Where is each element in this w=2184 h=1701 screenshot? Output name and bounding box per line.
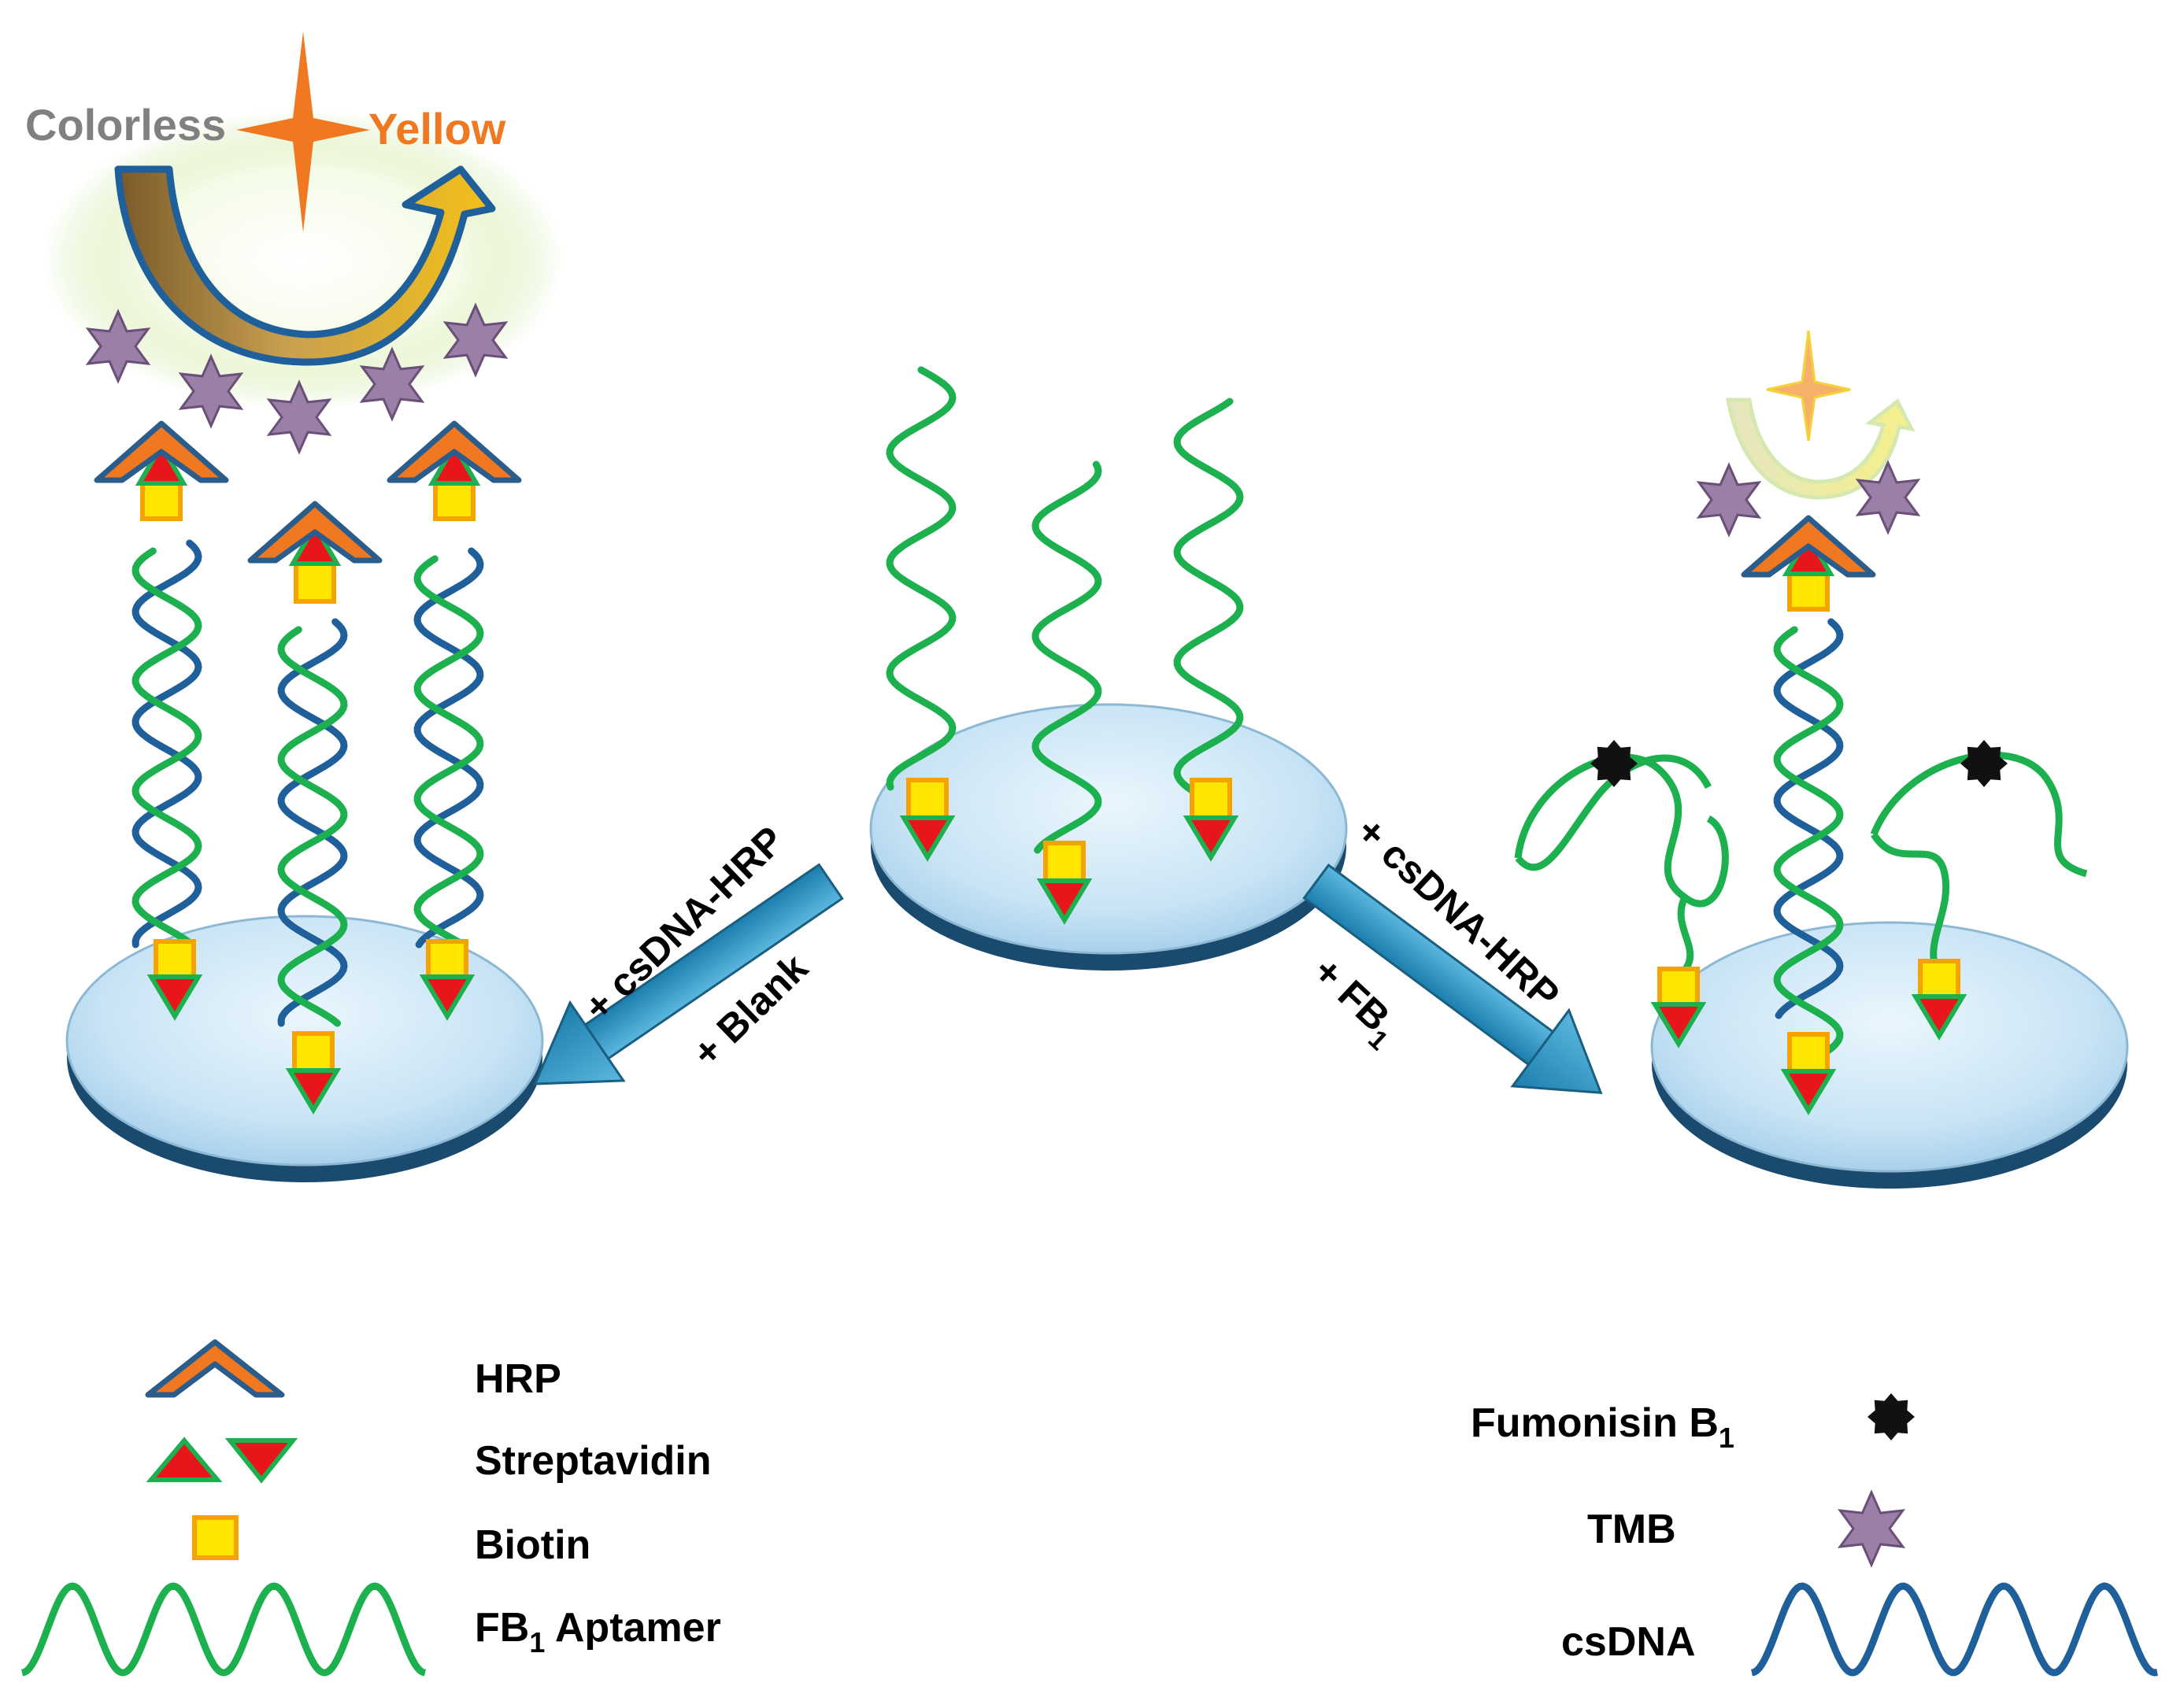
center-plate-top <box>869 703 1348 955</box>
legend-csdna-icon <box>1751 1582 2158 1677</box>
left-hrp-1 <box>94 420 229 483</box>
center-biotin-3 <box>1190 778 1232 820</box>
legend-hrp-label: HRP <box>475 1356 561 1402</box>
right-hrp <box>1741 515 1876 578</box>
left-top-streptavidin-3 <box>428 441 481 486</box>
small-sparkle-icon <box>1766 330 1851 442</box>
right-plate <box>1650 921 2129 1189</box>
legend-hrp-icon <box>145 1339 285 1398</box>
left-tmb-4 <box>359 346 425 422</box>
center-streptavidin-1 <box>899 815 956 862</box>
legend-fumonisin-label-sub: 1 <box>1719 1422 1734 1454</box>
right-tmb-2 <box>1855 460 1921 535</box>
legend-fumonisin-label: Fumonisin B1 <box>1471 1400 1734 1454</box>
right-aptamer-center <box>1773 626 1844 1059</box>
left-top-biotin-2 <box>294 561 336 604</box>
center-biotin-1 <box>906 778 949 820</box>
left-bottom-biotin-2 <box>426 939 468 982</box>
color-change-group: Colorless Yellow <box>25 31 563 409</box>
right-flow-arrow <box>1302 863 1603 1094</box>
right-bottom-biotin-3 <box>1787 1032 1830 1074</box>
left-csdna-3 <box>413 547 484 948</box>
left-bottom-streptavidin-1 <box>146 974 203 1021</box>
center-biotin-2 <box>1043 841 1086 883</box>
left-aptamer-1 <box>131 547 202 948</box>
color-change-arrow <box>114 165 496 366</box>
legend-aptamer-label: FB1 Aptamer <box>475 1605 721 1658</box>
weak-color-change-arrow <box>1725 398 1916 500</box>
right-fumonisin-1 <box>1590 740 1638 787</box>
center-aptamer-2 <box>1031 460 1102 854</box>
right-bottom-streptavidin-3 <box>1780 1069 1837 1115</box>
legend-biotin-label: Biotin <box>475 1522 590 1568</box>
legend-biotin-icon <box>192 1515 239 1560</box>
right-folded-aptamer-1b <box>1515 754 1712 871</box>
legend-fumonisin-icon <box>1868 1393 1915 1440</box>
legend-aptamer-icon <box>21 1582 426 1677</box>
legend-tmb-shape <box>1837 1489 1906 1568</box>
left-top-streptavidin-2 <box>288 521 342 566</box>
colorless-label: Colorless <box>25 100 226 150</box>
left-top-streptavidin-1 <box>135 441 188 486</box>
right-bottom-streptavidin-1 <box>1650 1002 1707 1048</box>
left-bottom-biotin-3 <box>292 1031 335 1074</box>
left-hrp-3 <box>387 420 522 483</box>
legend-aptamer-label-main: FB <box>475 1605 529 1651</box>
center-streptavidin-2 <box>1036 878 1093 925</box>
left-flow-arrow <box>533 863 844 1085</box>
legend-tmb-icon <box>1837 1489 1906 1568</box>
yellow-label: Yellow <box>368 104 506 153</box>
legend-streptavidin-icon <box>146 1437 298 1484</box>
right-fumonisin-2 <box>1960 740 2008 787</box>
right-top-biotin <box>1787 569 1830 612</box>
right-csdna <box>1773 618 1844 1019</box>
left-hrp-2 <box>247 501 383 564</box>
right-bottom-biotin-1 <box>1657 967 1700 1009</box>
left-bottom-streptavidin-3 <box>285 1068 342 1115</box>
legend-streptavidin-label: Streptavidin <box>475 1438 712 1484</box>
right-bottom-streptavidin-2 <box>1911 994 1967 1041</box>
right-plate-top <box>1650 921 2129 1173</box>
right-folded-aptamer-2 <box>1870 751 2088 878</box>
center-aptamer-1 <box>886 366 957 791</box>
left-csdna-1 <box>131 539 202 948</box>
left-tmb-2 <box>178 353 244 429</box>
center-streptavidin-3 <box>1183 815 1239 862</box>
left-aptamer-2 <box>277 626 348 1027</box>
legend-fumonisin-label-main: Fumonisin B <box>1471 1400 1719 1446</box>
left-top-biotin-3 <box>433 479 476 521</box>
right-tmb-1 <box>1696 462 1762 538</box>
legend: HRP Streptavidin Biotin FB1 Aptamer Fumo… <box>21 1339 2158 1677</box>
legend-fumonisin-shape <box>1868 1393 1915 1440</box>
right-folded-aptamer-1 <box>1514 753 1729 979</box>
legend-aptamer-label-sub: 1 <box>529 1626 545 1658</box>
legend-aptamer-label-rest: Aptamer <box>545 1605 720 1651</box>
left-csdna-2 <box>277 618 348 1027</box>
right-folded-aptamer-2b <box>1871 832 1949 978</box>
sparkle-icon <box>236 31 370 232</box>
legend-tmb-label: TMB <box>1587 1507 1676 1552</box>
left-tmb-5 <box>442 302 509 378</box>
right-bottom-biotin-2 <box>1918 959 1960 1001</box>
left-bottom-streptavidin-2 <box>419 974 476 1021</box>
weak-color-change-group <box>1725 330 1916 500</box>
center-aptamer-3 <box>1173 398 1244 815</box>
left-bottom-biotin-1 <box>154 939 196 982</box>
left-tmb-1 <box>85 309 151 384</box>
legend-csdna-label: csDNA <box>1561 1619 1696 1665</box>
left-top-biotin-1 <box>140 479 183 521</box>
left-aptamer-3 <box>413 555 484 948</box>
left-tmb-3 <box>266 379 332 455</box>
